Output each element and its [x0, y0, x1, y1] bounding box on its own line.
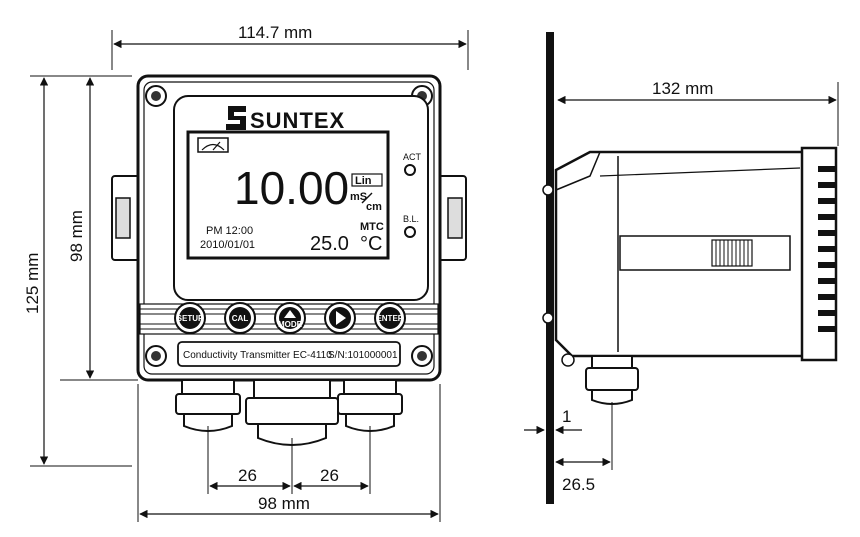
nameplate-model: Conductivity Transmitter EC-4110 [183, 350, 332, 361]
lcd-screen [186, 130, 390, 260]
suntex-logo: SUNTEX [226, 106, 345, 133]
conductivity-reading: 10.00 [234, 162, 349, 214]
panel-thickness-label: 1 [562, 407, 571, 426]
play-arrow-icon [336, 311, 346, 325]
front-height-inner-label: 98 mm [67, 210, 86, 262]
temperature-reading: 25.0 [310, 233, 349, 255]
unit-bottom: cm [366, 201, 382, 213]
setup-button[interactable]: SETUP [174, 302, 206, 334]
gauge-icon [197, 137, 229, 153]
front-dimensions: 114.7 mm 125 mm 98 mm 26 26 98 mm [23, 23, 469, 522]
lin-indicator: Lin [355, 175, 372, 187]
front-bottom-width-label: 98 mm [258, 494, 310, 513]
screw-icon [145, 85, 433, 367]
cable-gland-left [175, 379, 241, 432]
front-view: SUNTEX 10.00 Lin mS cm PM 12:00 2010/01/… [111, 74, 467, 446]
lcd-time: PM 12:00 [206, 225, 253, 237]
front-height-total-label: 125 mm [23, 253, 42, 314]
gland-spacing-left-label: 26 [238, 466, 257, 485]
mode-button[interactable]: MODE [274, 302, 306, 334]
bl-led-label: B.L. [403, 214, 419, 224]
act-led-icon [404, 164, 416, 176]
unit-top: mS [350, 191, 367, 203]
heatsink-fins [818, 166, 836, 332]
svg-text:CAL: CAL [232, 314, 249, 323]
side-depth-label: 132 mm [652, 79, 713, 98]
cable-gland-right [337, 379, 403, 432]
temperature-unit: °C [360, 233, 382, 255]
up-arrow-icon [284, 310, 296, 318]
nameplate-serial: S/N:101000001 [328, 350, 398, 361]
act-led-label: ACT [403, 152, 422, 162]
side-dimensions: 132 mm 1 26.5 [524, 79, 839, 494]
nameplate [177, 341, 401, 367]
side-view [542, 32, 838, 504]
mounting-panel [546, 32, 554, 504]
svg-text:SETUP: SETUP [177, 314, 204, 323]
side-cable-gland [585, 355, 639, 405]
svg-text:SUNTEX: SUNTEX [250, 108, 345, 133]
mtc-label: MTC [360, 221, 384, 233]
lcd-date: 2010/01/01 [200, 239, 255, 251]
gland-offset-label: 26.5 [562, 475, 595, 494]
right-button[interactable] [324, 302, 356, 334]
svg-text:ENTER: ENTER [376, 314, 403, 323]
cal-button[interactable]: CAL [224, 302, 256, 334]
cable-gland-center [245, 379, 339, 446]
svg-text:MODE: MODE [278, 320, 303, 329]
enter-button[interactable]: ENTER [374, 302, 406, 334]
bl-led-icon [404, 226, 416, 238]
gland-spacing-right-label: 26 [320, 466, 339, 485]
front-width-label: 114.7 mm [238, 23, 312, 42]
